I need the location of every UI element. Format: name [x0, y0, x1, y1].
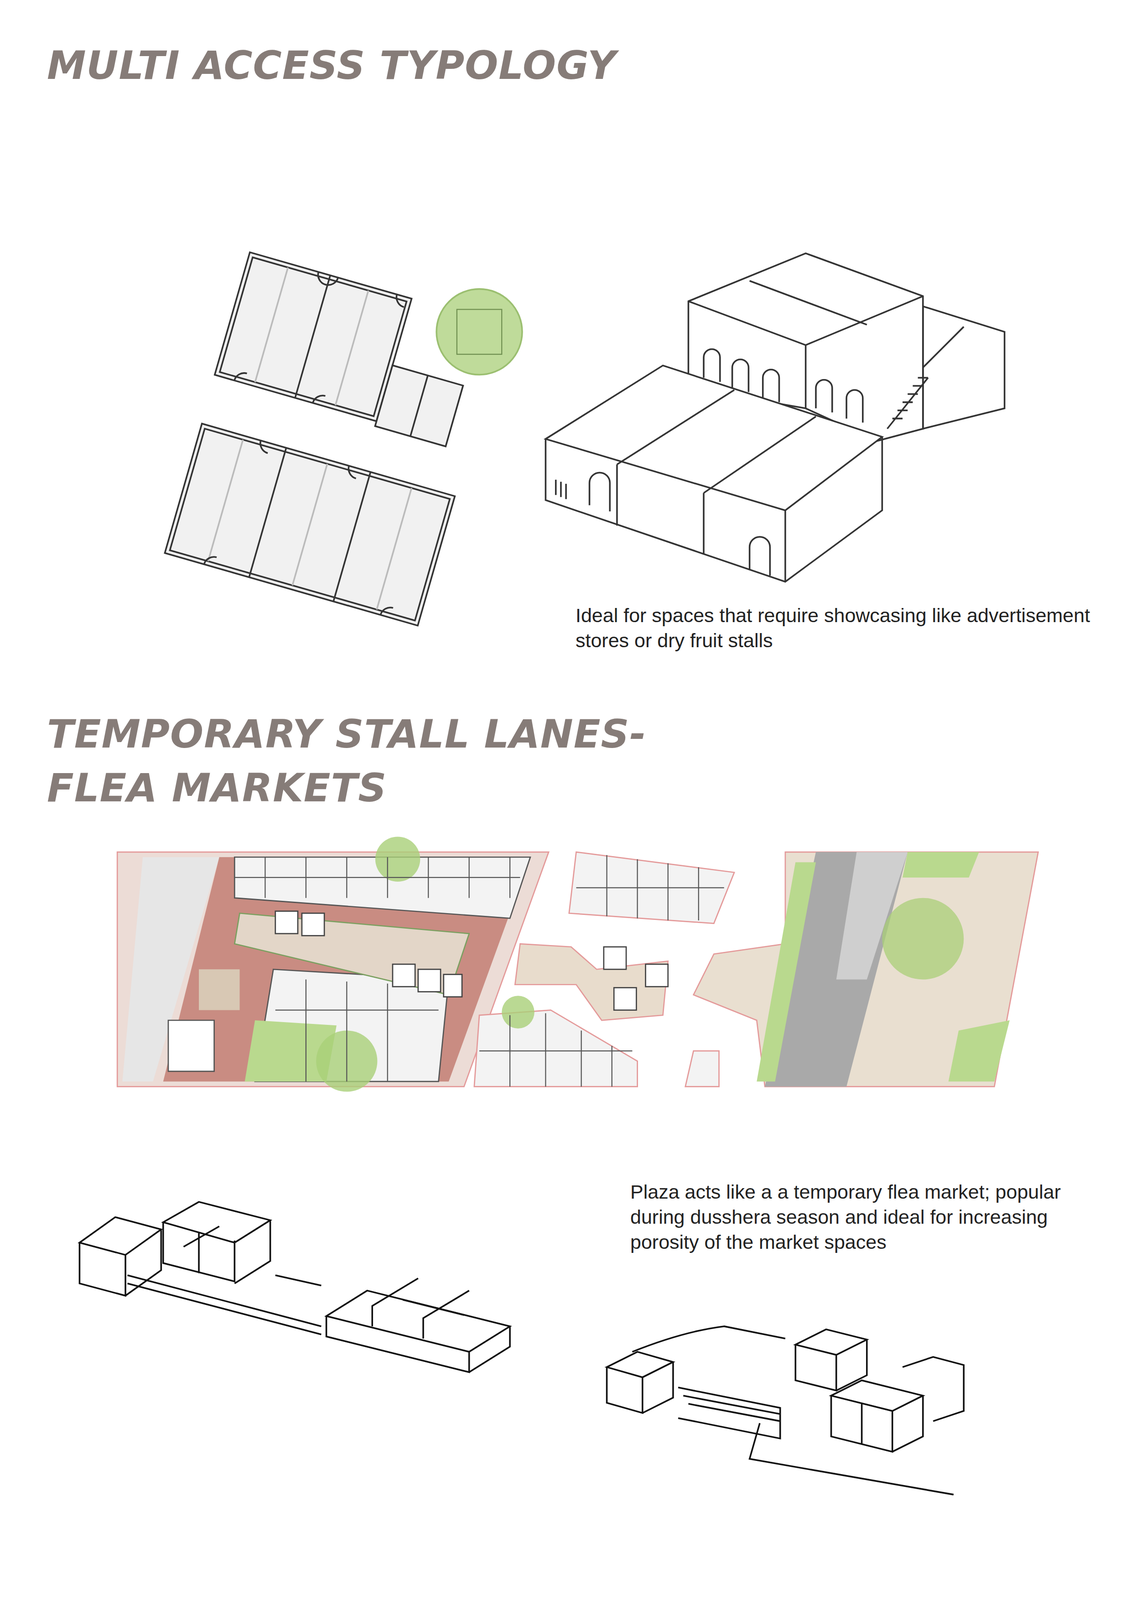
note-text: Plaza acts like a a temporary flea marke…	[630, 1179, 1087, 1255]
section-heading: TEMPORARY STALL LANES- FLEA MARKETS	[46, 706, 686, 815]
sheet-heading: MULTI ACCESS TYPOLOGY	[46, 38, 732, 93]
note-text: Ideal for spaces that require showcasing…	[575, 602, 1091, 654]
